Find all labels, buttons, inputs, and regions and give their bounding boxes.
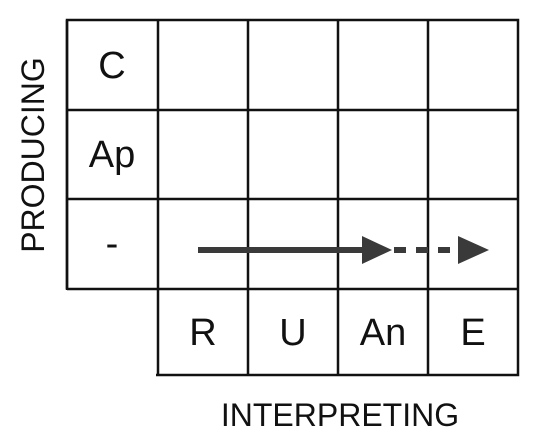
col-label-r: R <box>189 312 216 354</box>
y-axis-label: PRODUCING <box>15 57 51 253</box>
bottom-left-mask <box>55 290 156 385</box>
solid-arrow-head <box>362 236 392 264</box>
dashed-arrow-head <box>458 236 489 264</box>
col-label-e: E <box>460 312 485 354</box>
x-axis-label: INTERPRETING <box>221 397 459 433</box>
row-label-c: C <box>98 45 125 87</box>
row-label-ap: Ap <box>89 134 135 176</box>
col-label-an: An <box>360 312 406 354</box>
row-label-none: - <box>106 223 119 265</box>
col-label-u: U <box>279 312 306 354</box>
